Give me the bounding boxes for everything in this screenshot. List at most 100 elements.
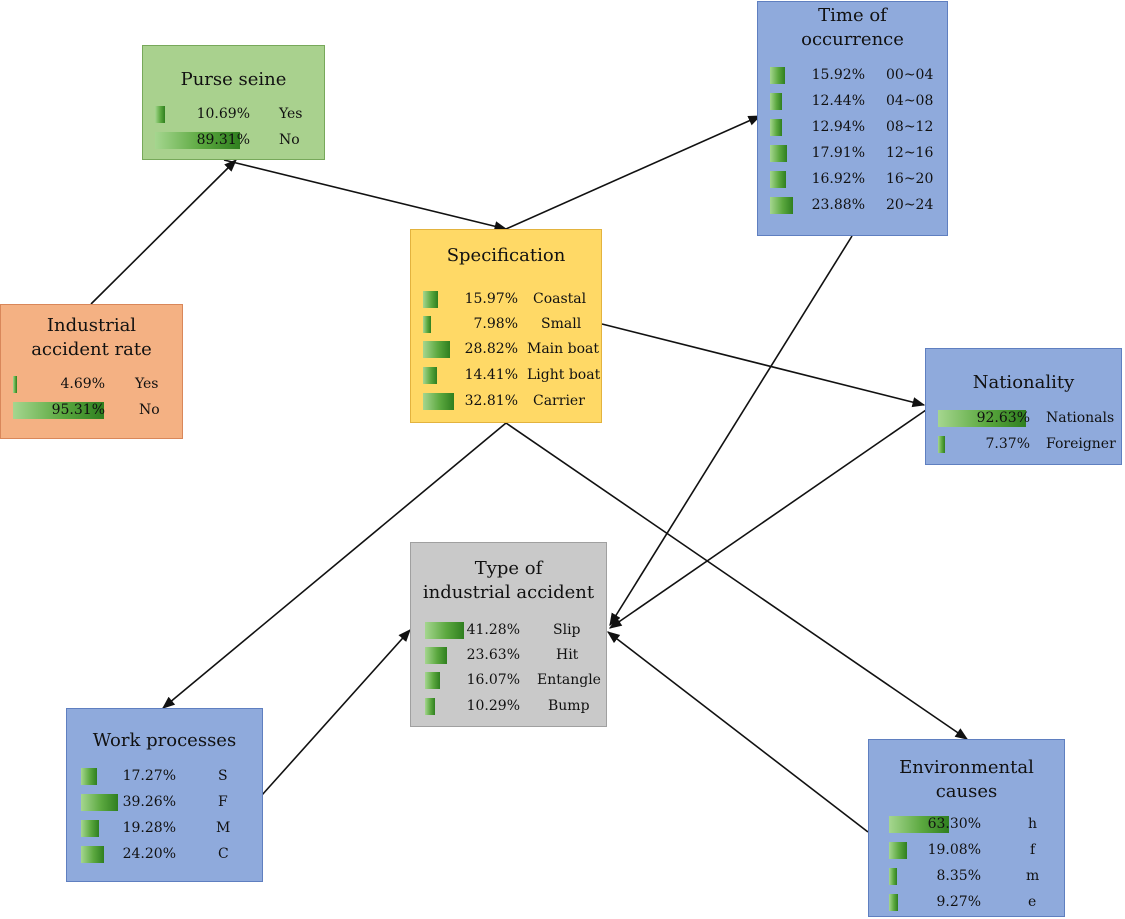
state-label: Light boat (527, 367, 601, 383)
state-percentage: 41.28% (466, 622, 520, 638)
state-percentage: 63.30% (927, 816, 981, 832)
state-row: 4.69% Yes (13, 375, 181, 393)
probability-bar (423, 341, 450, 358)
edge-work-processes-to-type (261, 629, 411, 796)
probability-bar (938, 410, 1026, 427)
state-label: Entangle (537, 672, 601, 688)
state-label: Slip (553, 622, 581, 638)
node-title: industrial accident (422, 582, 595, 603)
state-row: 92.63% Nationals (938, 409, 1121, 427)
state-label: No (279, 132, 300, 148)
state-label: h (1028, 816, 1038, 832)
node-specification: Specification 15.97% Coastal 7.98% Small… (410, 229, 602, 423)
state-row: 28.82% Main boat (423, 340, 603, 358)
edge-specification-to-nationality (601, 323, 926, 408)
state-percentage: 16.92% (811, 171, 865, 187)
state-label: Yes (279, 106, 303, 122)
probability-bar (938, 436, 945, 453)
state-label: e (1028, 894, 1037, 910)
state-row: 89.31% No (155, 131, 320, 149)
state-percentage: 23.88% (811, 197, 865, 213)
probability-bar (423, 291, 438, 308)
state-label: 12~16 (886, 145, 934, 161)
state-row: 16.92% 16~20 (770, 170, 945, 188)
node-work-processes: Work processes 17.27% S 39.26% F 19.28% … (66, 708, 263, 882)
state-percentage: 19.08% (927, 842, 981, 858)
state-label: Bump (548, 698, 590, 714)
state-label: 16~20 (886, 171, 934, 187)
state-label: f (1030, 842, 1036, 858)
state-percentage: 15.97% (464, 291, 518, 307)
state-percentage: 17.91% (811, 145, 865, 161)
state-percentage: 89.31% (196, 132, 250, 148)
state-row: 10.29% Bump (425, 697, 605, 715)
probability-bar (889, 816, 949, 833)
probability-bar (423, 367, 437, 384)
node-title: Time of (818, 5, 887, 26)
state-percentage: 9.27% (936, 894, 981, 910)
probability-bar (770, 145, 787, 162)
state-label: Main boat (527, 341, 599, 357)
state-label: 08~12 (886, 119, 934, 135)
state-label: Coastal (533, 291, 587, 307)
edge-nationality-to-type (608, 409, 927, 629)
node-environmental-causes: Environmental causes 63.30% h 19.08% f 8… (868, 739, 1065, 917)
probability-bar (889, 868, 897, 885)
node-title: Industrial (46, 315, 137, 336)
state-percentage: 16.07% (466, 672, 520, 688)
state-label: F (218, 794, 228, 810)
state-label: Carrier (533, 393, 585, 409)
probability-bar (770, 119, 782, 136)
state-percentage: 4.69% (60, 376, 105, 392)
probability-bar (770, 93, 782, 110)
state-row: 7.37% Foreigner (938, 435, 1121, 453)
node-title: Nationality (972, 372, 1075, 393)
edge-specification-to-time (505, 115, 762, 230)
state-row: 23.88% 20~24 (770, 196, 945, 214)
state-label: No (139, 402, 160, 418)
state-row: 63.30% h (889, 815, 1064, 833)
state-row: 95.31% No (13, 401, 181, 419)
state-label: 04~08 (886, 93, 934, 109)
state-percentage: 8.35% (936, 868, 981, 884)
probability-bar (81, 820, 99, 837)
node-title: Work processes (92, 730, 237, 751)
state-label: 00~04 (886, 67, 934, 83)
probability-bar (425, 622, 464, 639)
state-label: Yes (135, 376, 159, 392)
state-row: 12.44% 04~08 (770, 92, 945, 110)
state-percentage: 10.29% (466, 698, 520, 714)
state-label: Hit (556, 647, 579, 663)
probability-bar (425, 672, 440, 689)
node-title: Specification (446, 245, 566, 266)
state-row: 15.92% 00~04 (770, 66, 945, 84)
probability-bar (889, 842, 907, 859)
state-percentage: 7.37% (985, 436, 1030, 452)
state-row: 23.63% Hit (425, 646, 605, 664)
state-label: M (216, 820, 231, 836)
probability-bar (423, 316, 431, 333)
edge-industrial-to-purse-seine (90, 159, 237, 305)
state-percentage: 39.26% (122, 794, 176, 810)
probability-bar (13, 376, 17, 393)
edge-specification-to-environmental (505, 422, 969, 740)
probability-bar (889, 894, 898, 911)
state-row: 8.35% m (889, 867, 1064, 885)
state-percentage: 17.27% (122, 768, 176, 784)
state-label: Small (541, 316, 582, 332)
state-percentage: 28.82% (464, 341, 518, 357)
node-purse-seine: Purse seine 10.69% Yes 89.31% No (142, 45, 325, 160)
node-title: Environmental (899, 757, 1034, 778)
node-industrial-accident-rate: Industrial accident rate 4.69% Yes 95.31… (0, 304, 183, 439)
node-title: causes (935, 781, 998, 802)
state-label: 20~24 (886, 197, 934, 213)
state-percentage: 19.28% (122, 820, 176, 836)
state-label: m (1026, 868, 1040, 884)
node-time-of-occurrence: Time of occurrence 15.92% 00~04 12.44% 0… (757, 1, 948, 236)
state-row: 16.07% Entangle (425, 671, 605, 689)
probability-bar (770, 197, 793, 214)
state-percentage: 23.63% (466, 647, 520, 663)
probability-bar (81, 846, 104, 863)
probability-bar (770, 67, 785, 84)
edge-time-to-type (609, 235, 853, 627)
